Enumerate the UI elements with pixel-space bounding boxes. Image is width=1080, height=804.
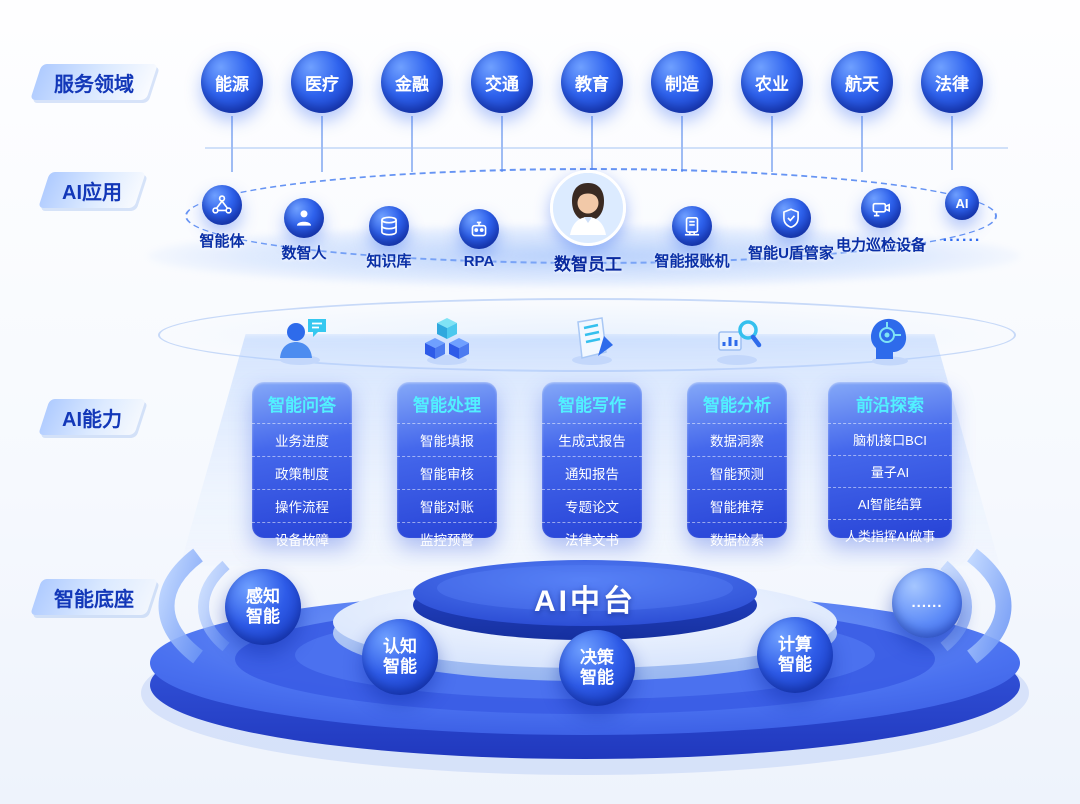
app-label-power-inspection: 电力巡检设备: [835, 237, 926, 254]
service-label: 法律: [935, 74, 969, 94]
section-label-services: 服务领域: [36, 64, 152, 100]
applications-more-dots: ......: [942, 228, 982, 245]
capability-card-title: 智能分析: [703, 396, 771, 415]
section-label-text: 智能底座: [54, 588, 134, 611]
capability-item: 数据洞察: [687, 423, 787, 456]
capability-item: 操作流程: [252, 489, 352, 522]
service-circle-law: 法律: [921, 51, 983, 113]
capability-item: 监控预警: [397, 522, 497, 555]
digital-employee-avatar: [550, 170, 626, 246]
service-label: 制造: [665, 74, 699, 94]
section-label-text: AI能力: [62, 408, 122, 431]
service-label: 农业: [755, 74, 789, 94]
capability-item: 生成式报告: [542, 423, 642, 456]
foundation-node-decision: 决策智能: [559, 630, 635, 706]
digital-human-icon: [284, 198, 324, 238]
capability-item: 智能预测: [687, 456, 787, 489]
capability-item: 量子AI: [828, 455, 952, 487]
capability-card-title: 智能问答: [268, 396, 336, 415]
power-inspection-icon: [861, 188, 901, 228]
capability-card-frontier: 前沿探索 脑机接口BCI 量子AI AI智能结算 人类指挥AI做事: [828, 382, 952, 544]
capability-item: 专题论文: [542, 489, 642, 522]
capability-item: 设备故障: [252, 522, 352, 555]
section-label-text: AI应用: [62, 181, 122, 204]
capability-item: 脑机接口BCI: [828, 423, 952, 455]
woman-portrait-illustration: [553, 173, 623, 243]
qa-3d-icon: [274, 314, 330, 368]
section-label-capabilities: AI能力: [44, 399, 140, 435]
capability-item: 智能对账: [397, 489, 497, 522]
app-label-rpa: RPA: [463, 253, 495, 270]
knowledge-base-icon: [369, 206, 409, 246]
app-label-knowledge-base: 知识库: [366, 253, 412, 270]
service-circle-medical: 医疗: [291, 51, 353, 113]
capability-card-analysis: 智能分析 数据洞察 智能预测 智能推荐 数据检索: [687, 382, 787, 548]
capability-card-writing: 智能写作 生成式报告 通知报告 专题论文 法律文书: [542, 382, 642, 548]
capability-card-title: 前沿探索: [856, 396, 924, 415]
capability-card-title: 智能写作: [558, 396, 626, 415]
capability-item: 通知报告: [542, 456, 642, 489]
service-circle-aerospace: 航天: [831, 51, 893, 113]
foundation-node-cognition: 认知智能: [362, 619, 438, 695]
agent-nodes-icon: [202, 185, 242, 225]
capability-item: 政策制度: [252, 456, 352, 489]
capability-item: AI智能结算: [828, 487, 952, 519]
section-label-foundation: 智能底座: [36, 579, 152, 615]
service-circle-finance: 金融: [381, 51, 443, 113]
service-label: 航天: [845, 74, 879, 94]
foundation-node-more: ......: [892, 568, 962, 638]
app-label-ushield: 智能U盾管家: [748, 245, 834, 262]
app-label-digital-human: 数智人: [281, 245, 327, 262]
service-circle-transport: 交通: [471, 51, 533, 113]
capability-card-title: 智能处理: [413, 396, 481, 415]
capability-item: 智能审核: [397, 456, 497, 489]
service-connector-lines: [205, 116, 1008, 172]
ai-badge-text: AI: [955, 195, 969, 211]
writing-3d-icon: [564, 314, 620, 368]
service-label: 教育: [575, 74, 609, 94]
reimbursement-machine-icon: [672, 206, 712, 246]
capability-item: 智能推荐: [687, 489, 787, 522]
capability-item: 智能填报: [397, 423, 497, 456]
ai-badge-icon: AI: [945, 186, 979, 220]
service-circle-agriculture: 农业: [741, 51, 803, 113]
service-label: 医疗: [305, 74, 339, 94]
section-label-text: 服务领域: [54, 73, 134, 96]
service-label: 交通: [485, 74, 519, 94]
ushield-manager-icon: [771, 198, 811, 238]
capability-card-processing: 智能处理 智能填报 智能审核 智能对账 监控预警: [397, 382, 497, 548]
service-circle-education: 教育: [561, 51, 623, 113]
section-label-applications: AI应用: [44, 172, 140, 208]
service-circle-energy: 能源: [201, 51, 263, 113]
frontier-3d-icon: [862, 314, 918, 368]
app-label-agent: 智能体: [199, 233, 245, 250]
capability-item: 人类指挥AI做事: [828, 519, 952, 551]
app-label-digital-employee: 数智员工: [554, 255, 622, 274]
capability-item: 法律文书: [542, 522, 642, 555]
rpa-icon: [459, 209, 499, 249]
service-circle-manufacturing: 制造: [651, 51, 713, 113]
platform-title: AI中台: [534, 585, 636, 618]
foundation-node-perception: 感知智能: [225, 569, 301, 645]
capability-item: 数据检索: [687, 522, 787, 555]
processing-3d-icon: [419, 314, 475, 368]
app-label-reimbursement: 智能报账机: [654, 253, 730, 270]
foundation-node-computation: 计算智能: [757, 617, 833, 693]
analysis-3d-icon: [709, 314, 765, 368]
capability-item: 业务进度: [252, 423, 352, 456]
service-label: 能源: [215, 74, 249, 94]
capability-card-qa: 智能问答 业务进度 政策制度 操作流程 设备故障: [252, 382, 352, 548]
service-label: 金融: [395, 74, 429, 94]
